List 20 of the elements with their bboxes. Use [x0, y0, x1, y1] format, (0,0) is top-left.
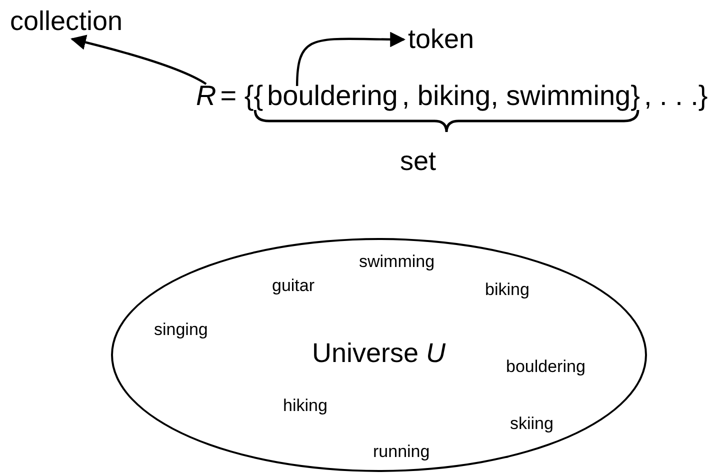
element-label: bouldering — [506, 357, 586, 377]
element-label: skiing — [510, 414, 554, 434]
element-label: running — [373, 442, 430, 462]
math-symbol: R — [196, 80, 216, 112]
element-label: swimming — [359, 252, 435, 272]
set-name: Universe U — [312, 338, 446, 369]
set-element: bouldering — [267, 80, 398, 112]
formula-text: , biking, swimming} — [402, 80, 640, 112]
arrow — [70, 34, 207, 85]
element-label: singing — [154, 320, 208, 340]
element-label: biking — [485, 280, 530, 300]
element-label: hiking — [283, 396, 328, 416]
formula-text: = {{ — [220, 80, 264, 112]
annotation-text: token — [408, 24, 474, 55]
element-label: guitar — [272, 276, 315, 296]
formula-text: , . . .} — [644, 80, 708, 112]
universe-ellipse — [111, 238, 647, 472]
annotation-text: collection — [10, 6, 123, 37]
arrow — [296, 32, 406, 86]
brace-label: set — [400, 146, 436, 177]
